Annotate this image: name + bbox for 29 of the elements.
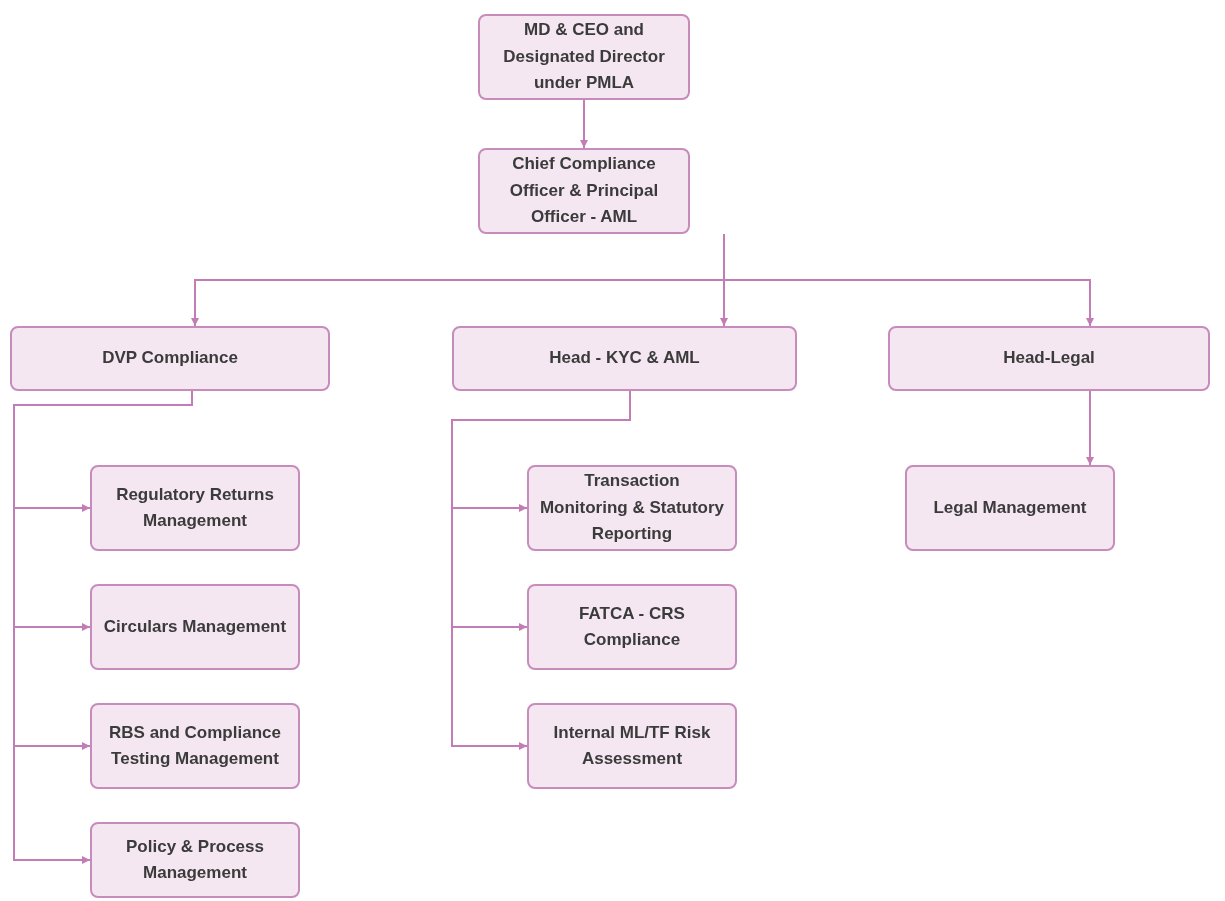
role-label: RBS and Compliance Testing Management	[108, 721, 282, 770]
role-label: Legal Management	[932, 496, 1088, 519]
role-label: Internal ML/TF Risk Assessment	[552, 721, 712, 770]
connector-arrow	[580, 99, 588, 149]
role-label: DVP Compliance	[101, 347, 239, 370]
org-box	[527, 703, 737, 789]
org-box	[527, 465, 737, 551]
connector-arrow	[1086, 390, 1094, 466]
org-box	[90, 465, 300, 551]
role-label: FATCA - CRS Compliance	[578, 602, 686, 651]
org-box	[90, 822, 300, 898]
org-box	[527, 584, 737, 670]
role-label: Chief Compliance Officer & Principal Officer - AML	[508, 153, 660, 229]
org-box	[478, 14, 690, 100]
role-label: Policy & Process Management	[125, 835, 265, 884]
org-box	[905, 465, 1115, 551]
role-label: Transaction Monitoring & Statutory Reporting	[538, 470, 726, 546]
role-label: MD & CEO and Designated Director under PMLA	[502, 19, 666, 95]
role-label: Head-Legal	[1002, 347, 1096, 370]
org-box	[10, 326, 330, 391]
org-box	[478, 148, 690, 234]
connector-arrow	[723, 233, 1094, 327]
org-box	[888, 326, 1210, 391]
org-box	[90, 703, 300, 789]
org-box	[452, 326, 797, 391]
role-label: Circulars Management	[102, 615, 288, 638]
org-box	[90, 584, 300, 670]
role-label: Regulatory Returns Management	[115, 483, 275, 532]
role-label: Head - KYC & AML	[548, 347, 701, 370]
